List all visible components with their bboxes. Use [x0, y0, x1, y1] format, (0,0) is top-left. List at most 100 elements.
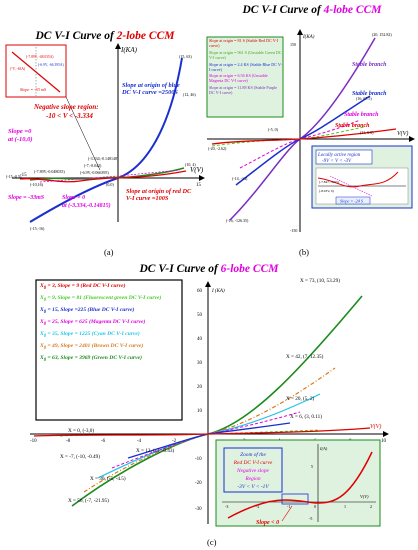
panel-c-legend-text: = 25, Slope = 625 (Magenta DC V-I curve)	[46, 318, 146, 325]
panel-c-y-ticks: 60 50 40 30 20 10 -10 -20 -30	[195, 289, 203, 512]
panel-c-legend-list: X0 = 3, Slope = 9 (Red DC V-I curve)X0 =…	[40, 283, 180, 364]
panel-a-x-label: V(V)	[190, 166, 204, 174]
panel-a-red-origin-note: Slope at origin of red DC V-I curve =100…	[126, 188, 192, 203]
panel-a-pt-4: (0,0)	[106, 182, 114, 188]
panel-c-legend-sub: 0	[43, 298, 47, 304]
panel-a-pt-11: (-7.89V,-0.048035)	[34, 169, 65, 175]
panel-c-red-curve	[33, 427, 371, 437]
panel-a-pt-9: (-15,-16)	[30, 226, 45, 232]
panel-c-x-tick: -2	[172, 439, 177, 444]
panel-c-inset-title: Zoom of the	[240, 451, 266, 458]
svg-text:DC V-I Curve of 6-lobe CCM: DC V-I Curve of 6-lobe CCM	[139, 263, 280, 275]
panel-c-y-tick: -20	[195, 481, 202, 486]
panel-b-pt-5: (-20, -2.62)	[208, 146, 227, 152]
panel-a: DC V-I Curve of 2-lobe CCM V(V) I(KA) -1…	[5, 30, 205, 257]
panel-c-inset-x-label: V(V)	[360, 494, 369, 499]
panel-b-legend-5: Slope at origin = 11.88 KS (Stable Purpl…	[209, 85, 278, 96]
panel-c-inset-x-tick: 2	[370, 504, 372, 509]
panel-c-legend-sub: 0	[43, 357, 47, 363]
panel-c-legend-item: X0 = 35, Slope = 1225 (Cyan DC V-I curve…	[40, 331, 180, 340]
panel-c-legend-text: = 9, Slope = 81 (Fluorescent green DC V-…	[46, 294, 162, 301]
panel-c-pt-9: X = 56, (-7, -21.95)	[68, 497, 109, 504]
panel-b-pt-3: (11, 6.6)	[360, 130, 374, 136]
panel-a-inset-point-1: (-7.89V, -48.035A)	[26, 55, 54, 60]
panel-c-legend-sub: 0	[43, 321, 47, 327]
panel-c-inset-x-tick: 0	[314, 504, 316, 509]
panel-c-legend-content: X0 = 3, Slope = 9 (Red DC V-I curve)X0 =…	[40, 283, 180, 364]
panel-c-x-tick: -8	[66, 439, 71, 444]
panel-c-inset-y-tick: 5	[311, 464, 313, 469]
panel-c-pt-7: X = -7, (-10, -0.49)	[60, 453, 100, 460]
panel-c-inset-x-tick: -3	[225, 504, 228, 509]
panel-a-pt-10: (-15,-0.5)	[6, 174, 22, 180]
panel-a-slope-zero-left: Slope =0	[8, 128, 32, 135]
panel-c-legend-item: X0 = 9, Slope = 81 (Fluorescent green DC…	[40, 295, 180, 304]
panel-c-y-tick: 20	[197, 385, 203, 390]
panel-a-dashed-tangent	[39, 169, 181, 183]
panel-a-inset-point-2: (-6.9V, -66.395A)	[38, 63, 64, 68]
panel-a-pt-3: (10, 4)	[185, 162, 196, 168]
panel-b-inset-slope-box	[335, 196, 371, 205]
panel-a-red-origin-note-box: Slope at origin of red DC V-I curve =100…	[126, 188, 192, 203]
panel-b-pt-4: (-5, 0)	[268, 127, 279, 133]
panel-c-y-tick: 50	[197, 313, 203, 318]
panel-c-y-tick: 10	[197, 409, 203, 414]
panel-c-y-tick: 40	[197, 337, 203, 342]
panel-c-pt-3: X = 20, (5, 2)	[286, 395, 315, 402]
panel-c-legend-text: = 63, Slope = 3969 (Green DC V-I curve)	[46, 354, 142, 361]
panel-c-pt-6: X = 12, (-3, -0.43)	[136, 447, 174, 454]
svg-text:DC V-I Curve of 4-lobe CCM: DC V-I Curve of 4-lobe CCM	[242, 4, 383, 16]
panel-c-legend-var: X	[40, 283, 44, 289]
panel-a-title-prefix: DC V-I Curve of	[35, 30, 117, 42]
panel-a-neg-region-range: -10 < V < -3.334	[46, 112, 93, 120]
panel-c-pt-8: X = 30, (-5, -4.5)	[90, 475, 126, 482]
panel-c-inset-highlight	[281, 493, 309, 505]
panel-c-legend-text: = 15, Slope =225 (Blue DC V-I curve)	[46, 306, 135, 313]
panel-b-legend-box	[206, 36, 284, 118]
panel-a-tick-left: -15	[20, 173, 27, 178]
panel-b-branch-3: Stable branch	[344, 112, 379, 118]
panel-c-legend-sub: 0	[43, 345, 47, 351]
panel-c-legend-text: = 49, Slope = 2401 (Brown DC V-I curve)	[46, 342, 144, 349]
panel-a-blue-origin-note-box: Slope at origin of blue DC V-I curve =25…	[122, 82, 180, 96]
panel-a-inset-point-3: (°V, -63A)	[10, 67, 26, 72]
panel-a-pt-2: (12, 46)	[183, 92, 196, 98]
panel-c-legend-var: X	[40, 318, 44, 325]
panel-b: DC V-I Curve of 4-lobe CCM V(V) I(KA) 15…	[206, 4, 415, 257]
panel-b-green-curve	[211, 126, 365, 147]
panel-b-branch-4: Stable branch	[335, 123, 370, 129]
panel-b-y-label: I(KA)	[302, 35, 315, 40]
panel-b-inset-title-box	[315, 149, 373, 165]
panel-b-pt-2: (16, 67.5)	[356, 96, 372, 102]
panel-a-tick-right: 15	[196, 183, 202, 188]
panel-a-y-label: I(KA)	[120, 46, 138, 54]
panel-b-tick-top: 150	[290, 42, 296, 47]
panel-c-inset-title2: Red DC V-I curve	[233, 460, 273, 466]
panel-c-pt-1: X = 73, (10, 53.29)	[300, 277, 340, 284]
panel-b-pt-6: (-14, -14)	[232, 176, 248, 182]
panel-c-legend-var: X	[40, 294, 44, 301]
panel-b-inset-pt-2: (-8.03V, 0)	[319, 189, 334, 194]
panel-b-branch-1: Stable branch	[352, 62, 387, 68]
panel-b-legend-4: Slope at origin = 6.56 KS (Unstable Mage…	[209, 73, 268, 84]
panel-a-slope-zero-left-at: at (-10,0)	[8, 136, 33, 143]
panel-a-title-highlight: 2-lobe CCM	[116, 30, 176, 42]
panel-c-inset-sub2: Region	[244, 476, 261, 482]
panel-c-legend-item: X0 = 49, Slope = 2401 (Brown DC V-I curv…	[40, 343, 180, 352]
panel-c-legend-var: X	[40, 306, 44, 313]
panel-a-pt-6: (-7,-0.042)	[84, 163, 102, 169]
panel-b-legend-content: Slope at origin = 81 S (Stable Red DC V-…	[209, 39, 282, 96]
panel-b-pt-7: (-16, -126.35)	[226, 218, 249, 224]
panel-c-x-tick: -10	[30, 439, 37, 444]
panel-c-inset-sub1: Negative slope	[236, 468, 269, 474]
panel-c-x-tick: 10	[381, 439, 387, 444]
panel-a-pt-7: (-6.9V,-0.066395)	[80, 170, 109, 176]
panel-b-tick-bottom: -150	[290, 228, 297, 233]
panel-c-inset-slope: Slope < 0	[256, 520, 279, 526]
panel-a-inset-slope: Slope = -33 mS	[20, 87, 47, 92]
panel-b-x-label: V(V)	[397, 130, 408, 137]
panel-b-inset-curve	[317, 171, 399, 188]
panel-c-y-tick: -10	[195, 457, 202, 462]
panel-b-inset-pt-1: (-7.847, -0.05)	[319, 180, 339, 185]
panel-b-inset-range: -9V < V < -3V	[322, 159, 352, 164]
